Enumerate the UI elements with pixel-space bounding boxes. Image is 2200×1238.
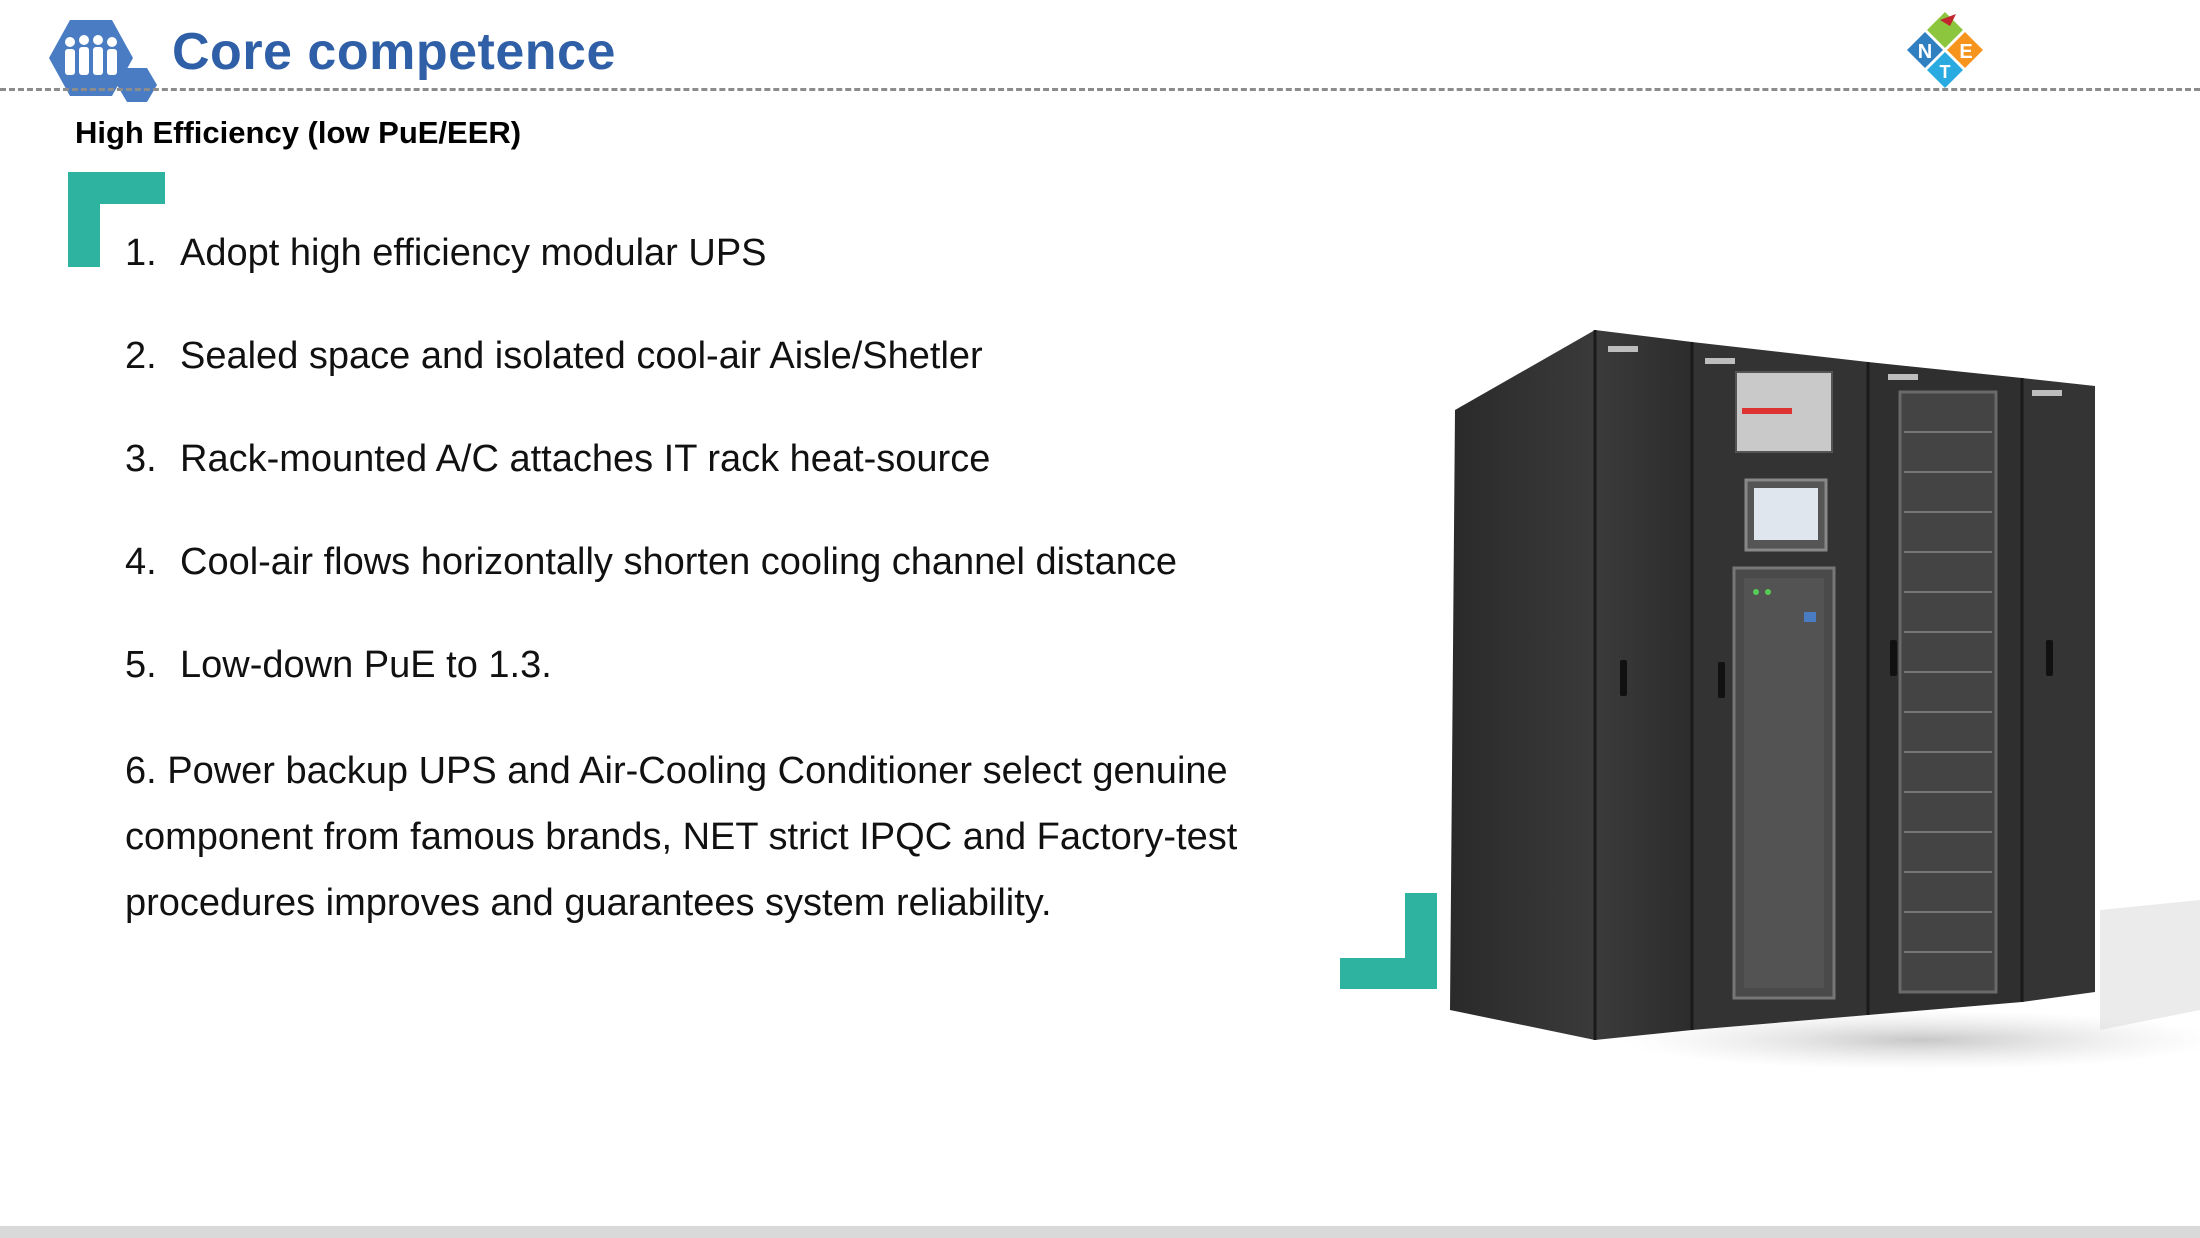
list-item-text: Cool-air flows horizontally shorten cool…: [180, 541, 1177, 583]
corner-bracket-bottom-right-horizontal: [1340, 958, 1437, 989]
list-item-reliability: 6. Power backup UPS and Air-Cooling Cond…: [125, 738, 1325, 936]
list-item-number: 3.: [125, 438, 157, 480]
footer-bar: [0, 1226, 2200, 1238]
list-item-text: Sealed space and isolated cool-air Aisle…: [180, 335, 983, 377]
header-divider: [0, 88, 2200, 91]
list-item-text: Rack-mounted A/C attaches IT rack heat-s…: [180, 438, 991, 480]
logo-letter-e: E: [1959, 41, 1972, 63]
reliability-line-3: procedures improves and guarantees syste…: [125, 882, 1052, 924]
list-item-number: 4.: [125, 541, 157, 583]
list-item-text: Adopt high efficiency modular UPS: [180, 232, 767, 274]
net-logo: N E T: [1907, 12, 1983, 88]
list-item: 1. Adopt high efficiency modular UPS: [125, 225, 767, 281]
list-item-number: 1.: [125, 232, 157, 274]
list-item: 3. Rack-mounted A/C attaches IT rack heat…: [125, 431, 990, 487]
page-title: Core competence: [172, 23, 616, 81]
micro-datacenter-rack-image: [1450, 330, 2200, 1070]
people-group-hexagon-icon: [49, 20, 157, 102]
reliability-line-2: component from famous brands, NET strict…: [125, 816, 1238, 858]
logo-letter-t: T: [1940, 62, 1951, 82]
logo-letter-n: N: [1918, 41, 1932, 63]
list-item-number: 2.: [125, 335, 157, 377]
list-item: 2. Sealed space and isolated cool-air Ais…: [125, 328, 983, 384]
corner-bracket-top-left-vertical: [68, 172, 100, 267]
list-item-text: Low-down PuE to 1.3.: [180, 644, 552, 686]
list-item: 5. Low-down PuE to 1.3.: [125, 637, 552, 693]
reliability-line-1: 6. Power backup UPS and Air-Cooling Cond…: [125, 750, 1228, 792]
list-item-number: 5.: [125, 644, 157, 686]
list-item: 4. Cool-air flows horizontally shorten co…: [125, 534, 1177, 590]
section-subtitle: High Efficiency (low PuE/EER): [75, 115, 522, 150]
